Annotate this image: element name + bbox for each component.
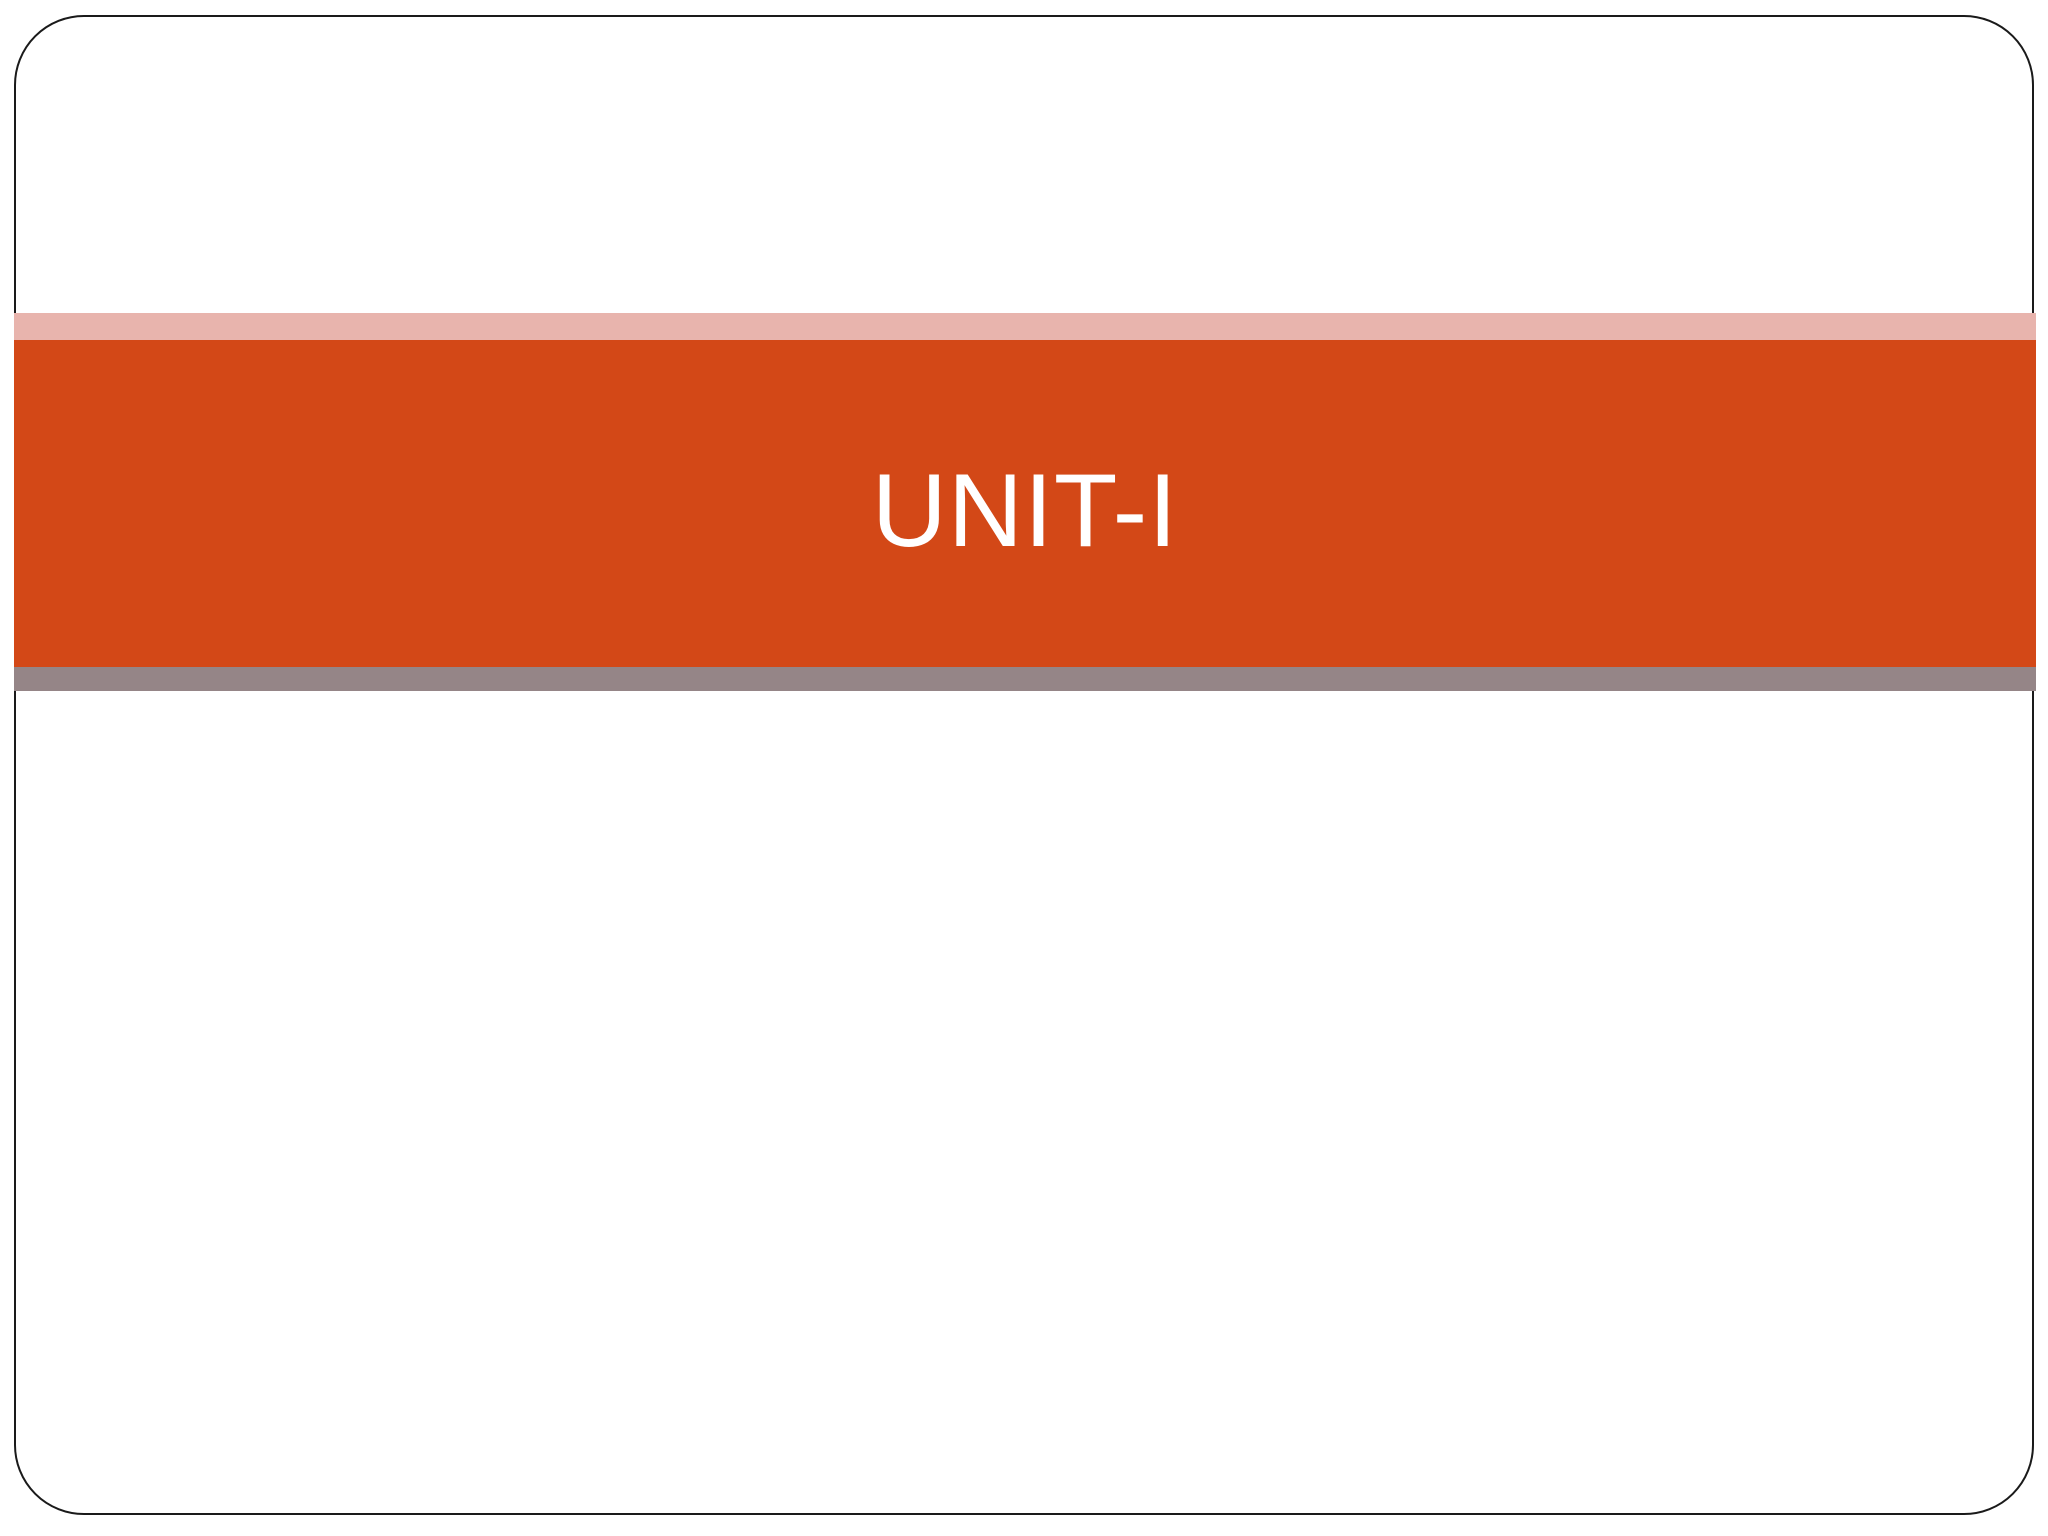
slide-frame bbox=[14, 15, 2034, 1515]
title-band-bottom-accent bbox=[14, 667, 2036, 691]
title-band: UNIT-I bbox=[14, 340, 2036, 667]
title-band-top-accent bbox=[14, 313, 2036, 340]
slide-title: UNIT-I bbox=[871, 452, 1179, 569]
